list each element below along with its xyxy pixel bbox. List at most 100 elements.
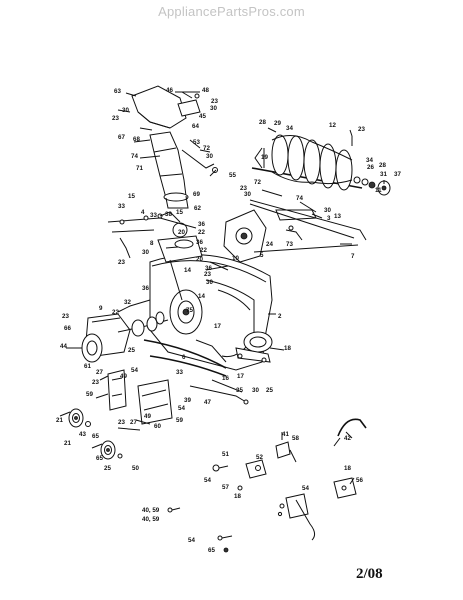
callout-22: 22	[198, 229, 205, 236]
callout-labels: 63 46 48 23 30 30 23 45 64 67 68 53 72 3…	[56, 87, 401, 554]
callout-39: 39	[184, 397, 191, 404]
callout-54: 57	[222, 484, 229, 491]
callout-22: 22	[112, 309, 119, 316]
callout-3: 3	[327, 215, 331, 222]
callout-30: 30	[210, 105, 217, 112]
callout-17: 17	[214, 323, 221, 330]
callout-6: 6	[182, 354, 186, 361]
callout-37: 37	[394, 171, 401, 178]
callout-7: 7	[351, 253, 355, 260]
callout-73: 73	[286, 241, 293, 248]
lower-brackets-drawing	[95, 369, 249, 431]
callout-13: 13	[334, 213, 341, 220]
callout-41: 58	[292, 435, 299, 442]
callout-9: 9	[99, 305, 103, 312]
callout-32: 32	[124, 299, 131, 306]
callout-22: 22	[200, 247, 207, 254]
callout-66: 66	[64, 325, 71, 332]
callout-31: 31	[380, 171, 387, 178]
callout-26: 26	[367, 164, 374, 171]
callout-65: 21	[64, 440, 71, 447]
callout-65: 25	[104, 465, 111, 472]
callout-53: 53	[193, 139, 200, 146]
callout-18: 41	[282, 431, 289, 438]
callout-36: 36	[142, 285, 149, 292]
callout-30: 30	[142, 249, 149, 256]
callout-44: 44	[60, 343, 67, 350]
callout-5: 5	[260, 252, 264, 259]
callout-47: 21	[56, 417, 63, 424]
callout-33: 33	[150, 212, 157, 219]
callout-54: 65	[208, 547, 215, 554]
callout-49: 49	[120, 373, 127, 380]
callout-8: 8	[150, 240, 154, 247]
callout-69: 69	[193, 191, 200, 198]
callout-24: 24	[266, 241, 273, 248]
callout-23: 23	[118, 259, 125, 266]
callout-64: 64	[192, 123, 199, 130]
callout-45: 45	[199, 113, 206, 120]
callout-25: 25	[266, 387, 273, 394]
gearbox-frame-drawing	[223, 189, 367, 263]
callout-15: 15	[128, 193, 135, 200]
callout-20: 20	[178, 229, 185, 236]
callout-62: 62	[194, 205, 201, 212]
callout-34: 34	[366, 157, 373, 164]
callout-30: 30	[122, 107, 129, 114]
callout-50: 51	[222, 451, 229, 458]
callout-43: 65	[92, 433, 99, 440]
leader-lines	[66, 91, 385, 485]
callout-48: 48	[202, 87, 209, 94]
callout-27: 27	[130, 419, 137, 426]
callout-56: 54	[302, 485, 309, 492]
callout-52: 18	[234, 493, 241, 500]
callout-23: 23	[112, 115, 119, 122]
callout-72: 72	[254, 179, 261, 186]
callout-40-59: 54	[188, 537, 195, 544]
callout-30: 30	[252, 387, 259, 394]
callout-23: 23	[211, 98, 218, 105]
callout-33: 47	[204, 399, 211, 406]
callout-54: 40, 59	[142, 507, 160, 514]
callout-16: 16	[222, 375, 229, 382]
callout-33: 33	[118, 203, 125, 210]
callout-12: 12	[329, 122, 336, 129]
callout-23: 23	[358, 126, 365, 133]
callout-30: 30	[206, 153, 213, 160]
callout-2: 2	[278, 313, 282, 320]
pulleys-drawing	[59, 408, 123, 460]
callout-21: 43	[79, 431, 86, 438]
callout-28: 28	[259, 119, 266, 126]
callout-19: 19	[261, 154, 268, 161]
callout-29: 29	[274, 120, 281, 127]
callout-10: 10	[232, 255, 239, 262]
callout-59: 59	[176, 417, 183, 424]
callout-18: 56	[356, 477, 363, 484]
auger-housing-drawing	[149, 222, 273, 371]
loose-parts-drawing	[167, 418, 367, 553]
callout-71: 71	[136, 165, 143, 172]
callout-4: 4	[141, 209, 145, 216]
watermark: AppliancePartsPros.com	[158, 4, 305, 19]
callout-36: 36	[196, 239, 203, 246]
callout-40-59: 40, 59	[142, 516, 160, 523]
callout-30: 30	[206, 279, 213, 286]
callout-36: 36	[205, 265, 212, 272]
callout-30: 30	[324, 207, 331, 214]
callout-14: 14	[198, 293, 205, 300]
callout-23: 23	[118, 419, 125, 426]
discharge-chute-drawing	[131, 85, 218, 209]
callout-74: 74	[296, 195, 303, 202]
callout-23: 23	[92, 379, 99, 386]
callout-57: 52	[256, 454, 263, 461]
callout-23: 23	[62, 313, 69, 320]
callout-25: 50	[132, 465, 139, 472]
callout-75: 75	[186, 307, 193, 314]
callout-74: 74	[131, 153, 138, 160]
callout-36: 36	[198, 221, 205, 228]
belt-cover-drawing	[81, 299, 227, 377]
control-rods-drawing	[107, 211, 197, 259]
callout-54: 54	[131, 367, 138, 374]
callout-68: 68	[133, 136, 140, 143]
